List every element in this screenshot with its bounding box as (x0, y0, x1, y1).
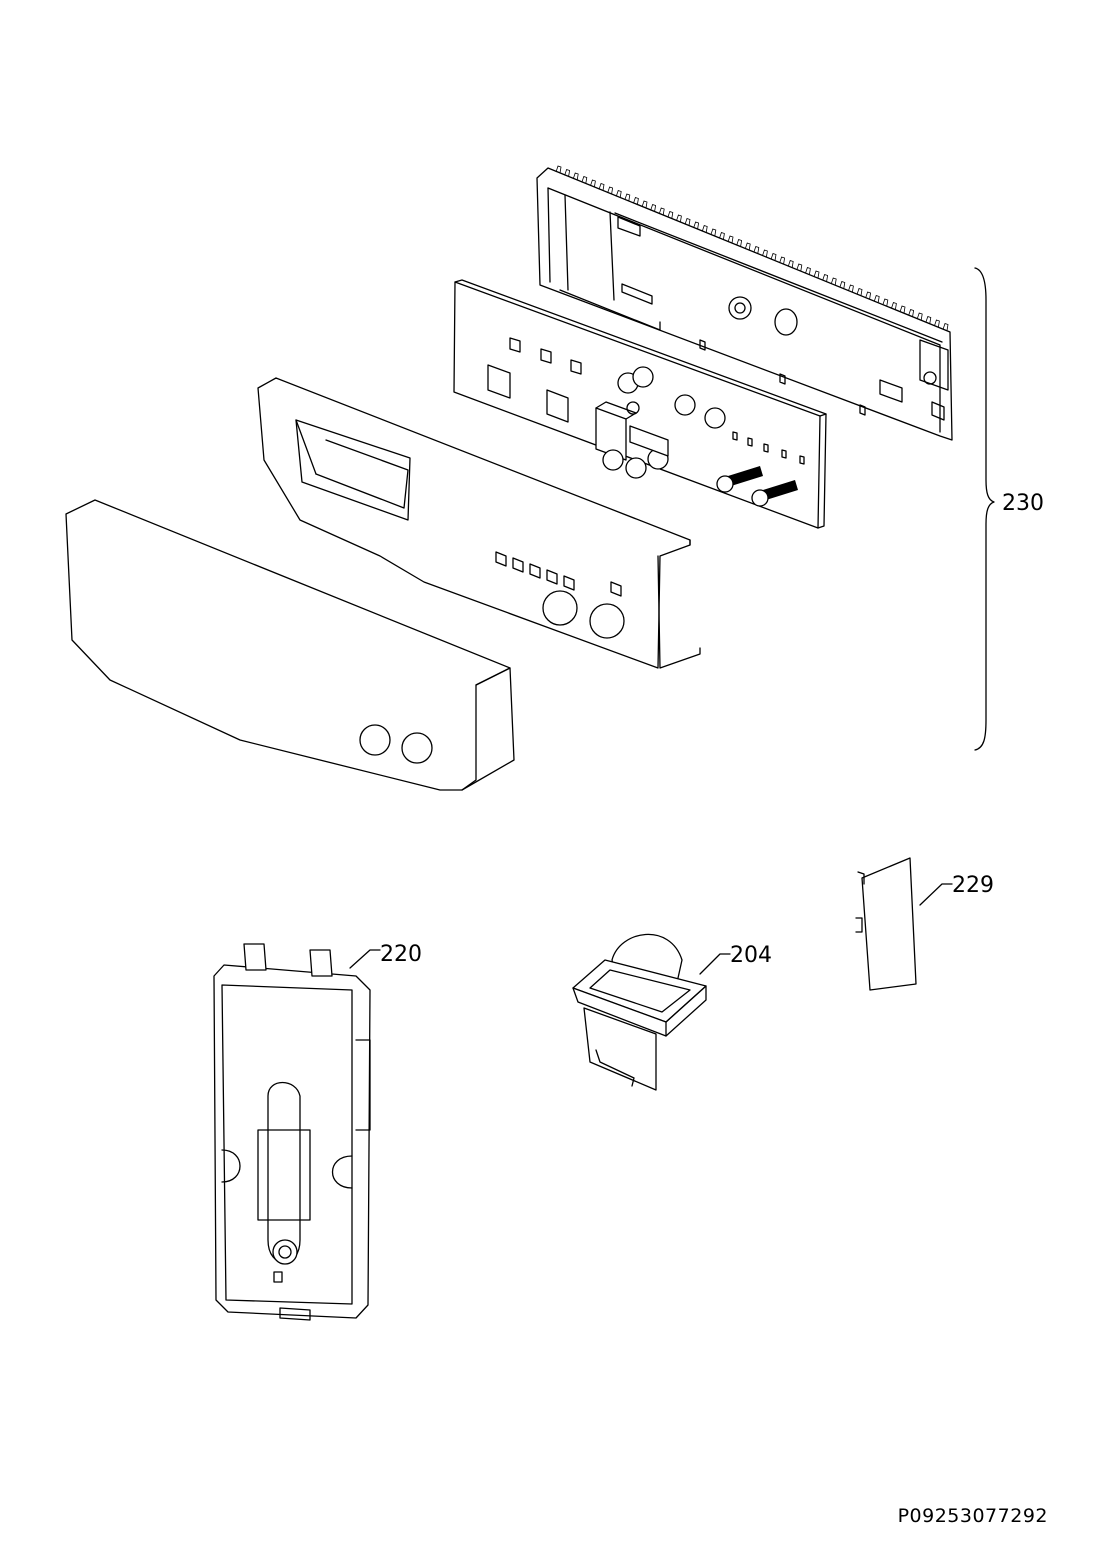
screw-2 (751, 480, 798, 507)
bracket-230 (974, 267, 995, 751)
part-label-220: 220 (380, 942, 422, 967)
pcb-board (453, 279, 827, 529)
cover-part (855, 857, 917, 991)
handle-part (572, 933, 707, 1091)
front-fascia (65, 499, 515, 791)
door-lock-part (213, 943, 371, 1321)
leader-220 (349, 949, 381, 969)
rear-frame (536, 165, 953, 441)
middle-panel (257, 377, 701, 669)
leader-229 (919, 883, 953, 906)
part-label-204: 204 (730, 943, 772, 968)
document-id: P09253077292 (897, 1505, 1048, 1527)
part-label-229: 229 (952, 873, 994, 898)
leader-204 (699, 953, 731, 975)
screw-1 (716, 466, 763, 493)
part-label-230: 230 (1002, 491, 1044, 516)
